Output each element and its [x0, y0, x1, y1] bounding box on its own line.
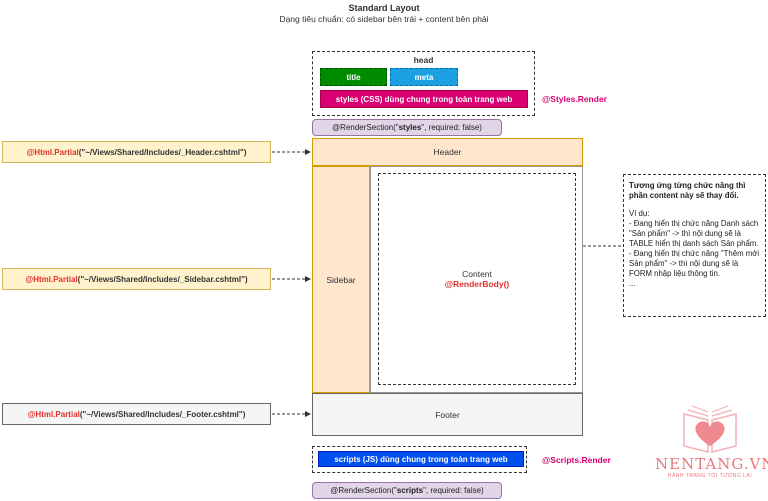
footer-partial-box: @Html.Partial("~/Views/Shared/Includes/_… [2, 403, 271, 425]
note-line-1: - Đang hiển thị chức năng Danh sách "Sản… [629, 218, 759, 248]
sidebar-partial-box: @Html.Partial("~/Views/Shared/Includes/_… [2, 268, 271, 290]
scripts-tag: scripts (JS) dùng chung trong toàn trang… [318, 451, 524, 467]
diagram-title: Standard Layout [348, 3, 420, 13]
layout-footer: Footer [312, 393, 583, 436]
header-partial-arg: ("~/Views/Shared/Includes/_Header.cshtml… [78, 147, 247, 157]
layout-sidebar: Sidebar [312, 166, 370, 393]
layout-header: Header [312, 138, 583, 166]
footer-partial-directive: @Html.Partial [27, 409, 80, 419]
head-box [312, 51, 535, 116]
render-section-scripts-suffix: ", required: false) [423, 486, 484, 495]
layout-content-area [370, 166, 583, 393]
title-tag: title [320, 68, 387, 86]
render-body-label: @RenderBody() [444, 279, 510, 289]
scripts-render-label: @Scripts.Render [542, 455, 611, 465]
styles-render-label: @Styles.Render [542, 94, 607, 104]
render-section-scripts: @RenderSection("scripts", required: fals… [312, 482, 502, 499]
logo-tagline: HÀNH TRANG TỚI TƯƠNG LAI [667, 473, 753, 479]
content-note: Tương ứng từng chức năng thì phần conten… [623, 174, 766, 317]
footer-partial-arg: ("~/Views/Shared/Includes/_Footer.cshtml… [79, 409, 246, 419]
header-partial-directive: @Html.Partial [26, 147, 79, 157]
scripts-box [312, 446, 527, 473]
sidebar-partial-arg: ("~/Views/Shared/Includes/_Sidebar.cshtm… [77, 274, 248, 284]
note-ellipsis: ... [629, 278, 636, 288]
note-example-label: Ví dụ: [629, 208, 650, 218]
render-section-scripts-prefix: @RenderSection(" [330, 486, 397, 495]
render-section-styles-prefix: @RenderSection(" [332, 123, 399, 132]
styles-tag: styles (CSS) dùng chung trong toàn trang… [320, 90, 528, 108]
content-label: Content [462, 269, 492, 279]
head-label: head [413, 55, 434, 65]
render-section-styles-suffix: ", required: false) [421, 123, 482, 132]
note-heading: Tương ứng từng chức năng thì phần conten… [629, 181, 746, 200]
render-section-styles: @RenderSection("styles", required: false… [312, 119, 502, 136]
render-section-styles-name: styles [398, 123, 422, 132]
render-section-scripts-name: scripts [396, 486, 424, 495]
layout-content-placeholder: Content @RenderBody() [378, 173, 576, 385]
logo-name: NENTANG.VN [655, 455, 768, 473]
sidebar-partial-directive: @Html.Partial [25, 274, 78, 284]
meta-tag: meta [390, 68, 458, 86]
note-line-2: - Đang hiển thị chức năng "Thêm mới Sản … [629, 248, 760, 278]
header-partial-box: @Html.Partial("~/Views/Shared/Includes/_… [2, 141, 271, 163]
book-heart-logo-icon [683, 405, 737, 453]
diagram-subtitle: Dạng tiêu chuẩn: có sidebar bên trái + c… [279, 14, 489, 24]
